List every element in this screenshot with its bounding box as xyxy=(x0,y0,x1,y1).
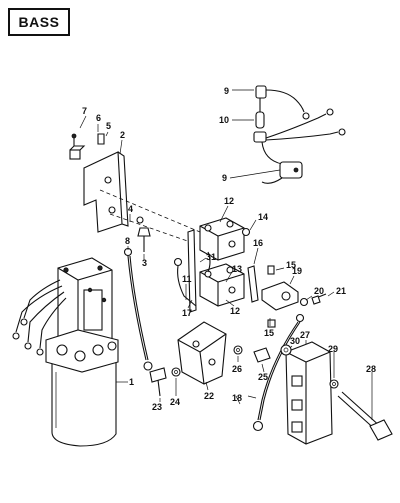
callout-13: 13 xyxy=(232,264,242,274)
callout-2: 2 xyxy=(120,130,125,140)
callout-9-top: 9 xyxy=(224,86,229,96)
pump-motor-assembly xyxy=(12,257,119,447)
callout-29: 29 xyxy=(328,344,338,354)
callout-14: 14 xyxy=(258,212,268,222)
callout-9-bottom: 9 xyxy=(222,173,227,183)
callout-25: 25 xyxy=(258,372,268,382)
callout-18: 18 xyxy=(232,393,242,403)
callout-labels: 1 2 3 4 5 6 7 8 9 9 10 11 12 12 13 14 15… xyxy=(82,86,376,412)
callout-16: 16 xyxy=(253,238,263,248)
callout-19: 19 xyxy=(292,266,302,276)
solenoid-lead xyxy=(173,257,197,307)
callout-3: 3 xyxy=(142,258,147,268)
diagram-title: BASS xyxy=(8,8,70,36)
callout-31: 31 xyxy=(206,252,216,262)
callout-15-bottom: 15 xyxy=(264,328,274,338)
callout-27: 27 xyxy=(300,330,310,340)
terminal-block xyxy=(280,341,393,445)
callout-15-top: 15 xyxy=(286,260,296,270)
callout-23: 23 xyxy=(152,402,162,412)
callout-8: 8 xyxy=(125,236,130,246)
solenoid-assembly xyxy=(187,217,245,313)
screw-and-washer xyxy=(136,216,151,252)
leader-lines xyxy=(79,89,373,420)
circuit-breaker-harness xyxy=(253,85,346,184)
callout-28: 28 xyxy=(366,364,376,374)
callout-12-bottom: 12 xyxy=(230,306,240,316)
callout-11: 11 xyxy=(182,274,192,284)
callout-30: 30 xyxy=(290,336,300,346)
mounting-bracket xyxy=(83,151,201,245)
callout-7: 7 xyxy=(82,106,87,116)
callout-17: 17 xyxy=(182,308,192,318)
lower-bracket xyxy=(149,321,227,397)
callout-22: 22 xyxy=(204,391,214,401)
spacer-and-washer xyxy=(233,345,271,363)
callout-10: 10 xyxy=(219,115,229,125)
callout-12-top: 12 xyxy=(224,196,234,206)
callout-20: 20 xyxy=(314,286,324,296)
callout-21: 21 xyxy=(336,286,346,296)
battery-cable xyxy=(252,313,305,432)
callout-26: 26 xyxy=(232,364,242,374)
callout-24: 24 xyxy=(170,397,180,407)
terminal-hardware xyxy=(241,227,327,328)
callout-5: 5 xyxy=(106,121,111,131)
callout-6: 6 xyxy=(96,113,101,123)
clip-nut-and-screw xyxy=(69,133,105,160)
callout-1: 1 xyxy=(129,377,134,387)
callout-4: 4 xyxy=(128,204,133,214)
ground-cable xyxy=(123,247,153,371)
